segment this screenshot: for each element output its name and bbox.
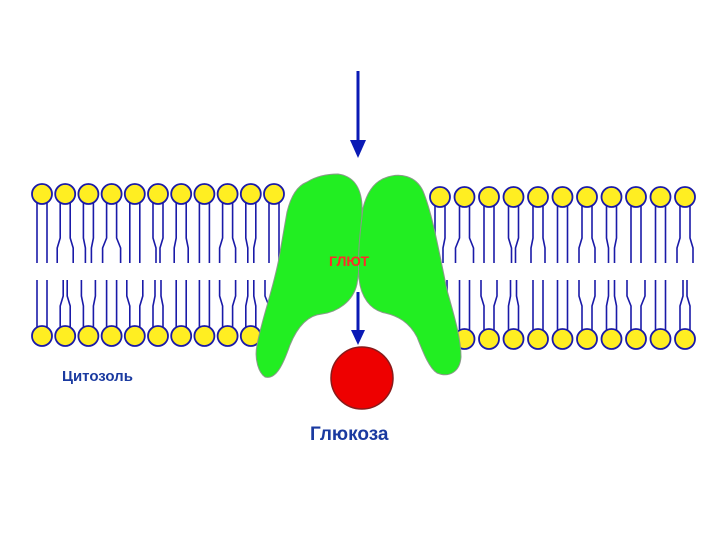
lipid-molecule xyxy=(576,280,598,350)
lipid-molecule xyxy=(31,183,53,263)
lipid-molecule xyxy=(123,183,146,263)
lipid-molecule xyxy=(147,280,169,347)
lipid-head-icon xyxy=(100,183,123,205)
lipid-head-icon xyxy=(649,186,672,208)
lipid-molecule xyxy=(54,183,77,263)
lipid-molecule xyxy=(77,280,100,347)
lipid-molecule xyxy=(123,280,146,347)
lipid-head-icon xyxy=(31,183,53,205)
lipid-head-icon xyxy=(147,325,169,347)
lipid-head-icon xyxy=(576,186,598,208)
lipid-molecule xyxy=(239,183,262,263)
lipid-head-icon xyxy=(478,328,500,350)
lipid-molecule xyxy=(77,183,100,263)
lipid-head-icon xyxy=(77,325,100,347)
lipid-head-icon xyxy=(147,183,169,205)
lipid-head-icon xyxy=(625,186,647,208)
down-arrow-bottom xyxy=(351,292,365,345)
lipid-head-icon xyxy=(649,328,672,350)
lipid-head-icon xyxy=(600,328,623,350)
lipid-head-icon xyxy=(527,328,549,350)
lipid-head-icon xyxy=(263,183,285,205)
lipid-molecule xyxy=(600,280,623,350)
lipid-head-icon xyxy=(600,186,623,208)
lipid-molecule xyxy=(100,183,123,263)
lipid-head-icon xyxy=(478,186,500,208)
lipid-head-icon xyxy=(239,183,262,205)
lipid-head-icon xyxy=(502,328,525,350)
lipid-molecule xyxy=(216,280,239,347)
lipid-molecule xyxy=(170,280,193,347)
lipid-molecule xyxy=(576,186,598,263)
lipid-molecule xyxy=(502,280,525,350)
lipid-head-icon xyxy=(453,186,476,208)
cytosol-label: Цитозоль xyxy=(62,368,133,385)
lipid-molecule xyxy=(625,186,647,263)
lipid-molecule xyxy=(193,280,216,347)
lipid-molecule xyxy=(54,280,77,347)
lipid-molecule xyxy=(649,186,672,263)
lipid-molecule xyxy=(100,280,123,347)
lipid-head-icon xyxy=(625,328,647,350)
lipid-molecule xyxy=(239,280,262,347)
lipid-molecule xyxy=(170,183,193,263)
lipid-molecule xyxy=(527,186,549,263)
lipid-molecule xyxy=(453,186,476,263)
lipid-head-icon xyxy=(193,325,216,347)
lipid-molecule xyxy=(674,186,696,263)
glucose-label: Глюкоза xyxy=(310,424,389,445)
lipid-head-icon xyxy=(31,325,53,347)
lipid-head-icon xyxy=(123,183,146,205)
lipid-molecule xyxy=(674,280,696,350)
lipid-molecule xyxy=(600,186,623,263)
lipid-head-icon xyxy=(216,183,239,205)
glucose-molecule-icon xyxy=(330,346,394,410)
lipid-bilayer xyxy=(31,183,696,350)
lipid-molecule xyxy=(263,183,285,263)
lipid-head-icon xyxy=(193,183,216,205)
lipid-molecule xyxy=(649,280,672,350)
lipid-head-icon xyxy=(502,186,525,208)
lipid-molecule xyxy=(216,183,239,263)
lipid-head-icon xyxy=(674,186,696,208)
lipid-molecule xyxy=(193,183,216,263)
lipid-head-icon xyxy=(100,325,123,347)
lipid-head-icon xyxy=(170,325,193,347)
lipid-head-icon xyxy=(527,186,549,208)
lipid-molecule xyxy=(478,280,500,350)
lipid-head-icon xyxy=(216,325,239,347)
lipid-head-icon xyxy=(77,183,100,205)
lipid-head-icon xyxy=(170,183,193,205)
lipid-head-icon xyxy=(54,325,77,347)
lipid-head-icon xyxy=(429,186,451,208)
lipid-molecule xyxy=(502,186,525,263)
down-arrow-top xyxy=(350,71,366,158)
lipid-molecule xyxy=(551,280,574,350)
lipid-molecule xyxy=(147,183,169,263)
lipid-head-icon xyxy=(54,183,77,205)
lipid-head-icon xyxy=(576,328,598,350)
lipid-molecule xyxy=(31,280,53,347)
glut-right-subunit xyxy=(357,174,462,376)
lipid-molecule xyxy=(625,280,647,350)
glut-left-subunit xyxy=(255,173,363,378)
lipid-molecule xyxy=(527,280,549,350)
lipid-head-icon xyxy=(674,328,696,350)
lipid-molecule xyxy=(478,186,500,263)
lipid-head-icon xyxy=(551,186,574,208)
lipid-head-icon xyxy=(551,328,574,350)
glut-label: ГЛЮТ xyxy=(329,253,370,269)
lipid-head-icon xyxy=(123,325,146,347)
lipid-molecule xyxy=(551,186,574,263)
